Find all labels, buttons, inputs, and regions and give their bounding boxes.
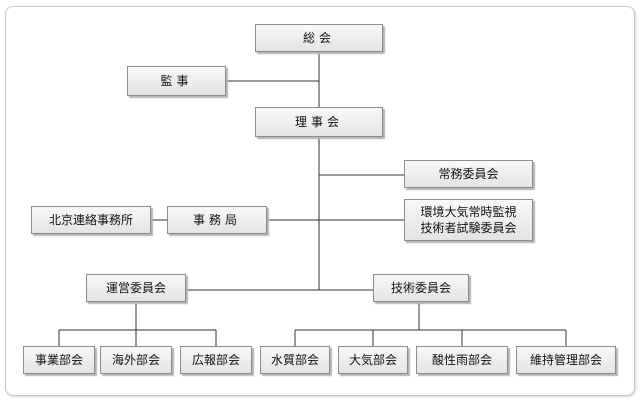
tech-subcommittee-box: 水質部会 [260,346,330,374]
board-box: 理事会 [255,107,383,137]
monitoring-committee-line-1: 環境大気常時監視 [420,205,517,219]
ops-subcommittee-box: 海外部会 [100,346,172,374]
tech-subcommittee-box: 大気部会 [338,346,408,374]
ops-subcommittee-box: 事業部会 [23,346,95,374]
technical-committee-box: 技術委員会 [373,274,469,302]
operations-committee-box: 運営委員会 [86,274,186,302]
tech-subcommittee-box: 酸性雨部会 [416,346,508,374]
secretariat-box: 事務局 [167,206,267,234]
general-assembly-box: 総会 [255,24,383,52]
monitoring-committee-box: 環境大気常時監視 技術者試験委員会 [404,199,533,241]
tech-subcommittee-box: 維持管理部会 [516,346,616,374]
executive-committee-box: 常務委員会 [404,160,533,188]
beijing-office-box: 北京連絡事務所 [31,206,151,234]
monitoring-committee-line-2: 技術者試験委員会 [420,221,517,235]
ops-subcommittee-box: 広報部会 [180,346,252,374]
auditor-box: 監事 [127,66,226,96]
